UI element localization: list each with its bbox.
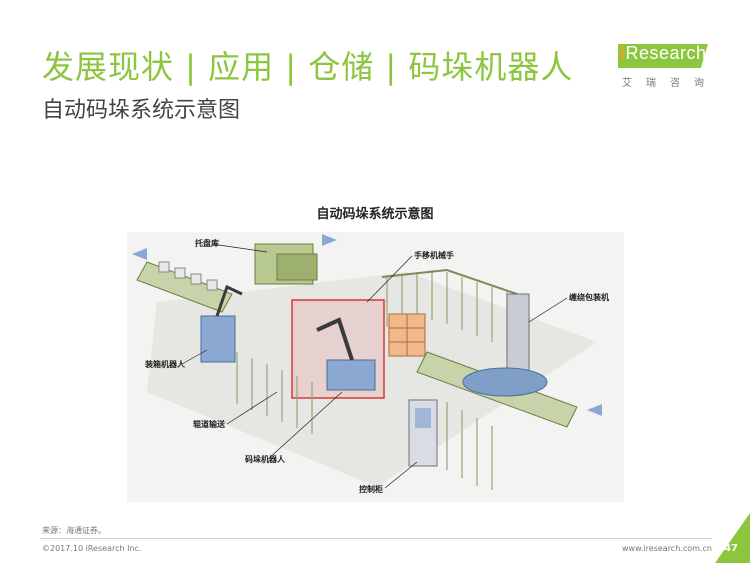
label-pallet-store: 托盘库: [195, 238, 219, 248]
boxing-robot-base: [200, 315, 236, 363]
page-subtitle: 自动码垛系统示意图: [42, 98, 241, 123]
label-palletizing-robot: 码垛机器人: [245, 454, 286, 464]
logo-banner: [618, 44, 708, 68]
inbound-arrow: [132, 248, 147, 260]
copyright-text: ©2017.10 iResearch Inc.: [42, 544, 142, 553]
wrapping-turntable: [462, 367, 548, 397]
palletizing-system-diagram: 托盘库 手移机械手 缠绕包装机 装箱机器人 辊道输送 码垛机器人 控制柜: [127, 232, 624, 502]
corner-triangle: [715, 513, 750, 563]
source-note: 来源：海通证券。: [42, 526, 106, 535]
figure-title: 自动码垛系统示意图: [316, 207, 434, 222]
label-wrapping-machine: 缠绕包装机: [569, 292, 609, 302]
label-boxing-robot: 装箱机器人: [144, 359, 186, 369]
footer-divider: [40, 538, 712, 539]
page-title: 发展现状 | 应用 | 仓储 | 码垛机器人: [42, 48, 574, 86]
fence-top-rail: [381, 268, 518, 295]
label-control-cabinet: 控制柜: [359, 484, 383, 494]
label-manual-forklift: 手移机械手: [414, 250, 454, 260]
control-cabinet-panel: [415, 408, 431, 428]
iresearch-logo: iResearch 艾瑞咨询: [618, 38, 718, 90]
pallet-store-frame: [276, 253, 318, 281]
palletizing-robot-arm: [316, 317, 354, 361]
outbound-arrow: [587, 404, 602, 416]
logo-wordmark: iResearch: [620, 43, 707, 63]
logo-tagline: 艾瑞咨询: [622, 78, 718, 89]
website-url: www.iresearch.com.cn: [622, 544, 712, 553]
boxing-robot-arm: [215, 284, 243, 317]
diagram-illustration: 托盘库 手移机械手 缠绕包装机 装箱机器人 辊道输送 码垛机器人 控制柜: [132, 234, 609, 494]
pallet-arrow: [322, 234, 337, 246]
wrapping-machine-tower: [506, 293, 530, 375]
palletizing-robot-base: [326, 359, 376, 391]
label-roller-conveyor: 辊道输送: [193, 419, 226, 429]
conveyor-boxes: [158, 261, 218, 291]
fence-front: [236, 352, 493, 490]
leader-lines: [181, 243, 568, 489]
page-number: 47: [724, 543, 738, 554]
left-conveyor: [136, 261, 233, 313]
stacked-cartons: [388, 313, 426, 357]
